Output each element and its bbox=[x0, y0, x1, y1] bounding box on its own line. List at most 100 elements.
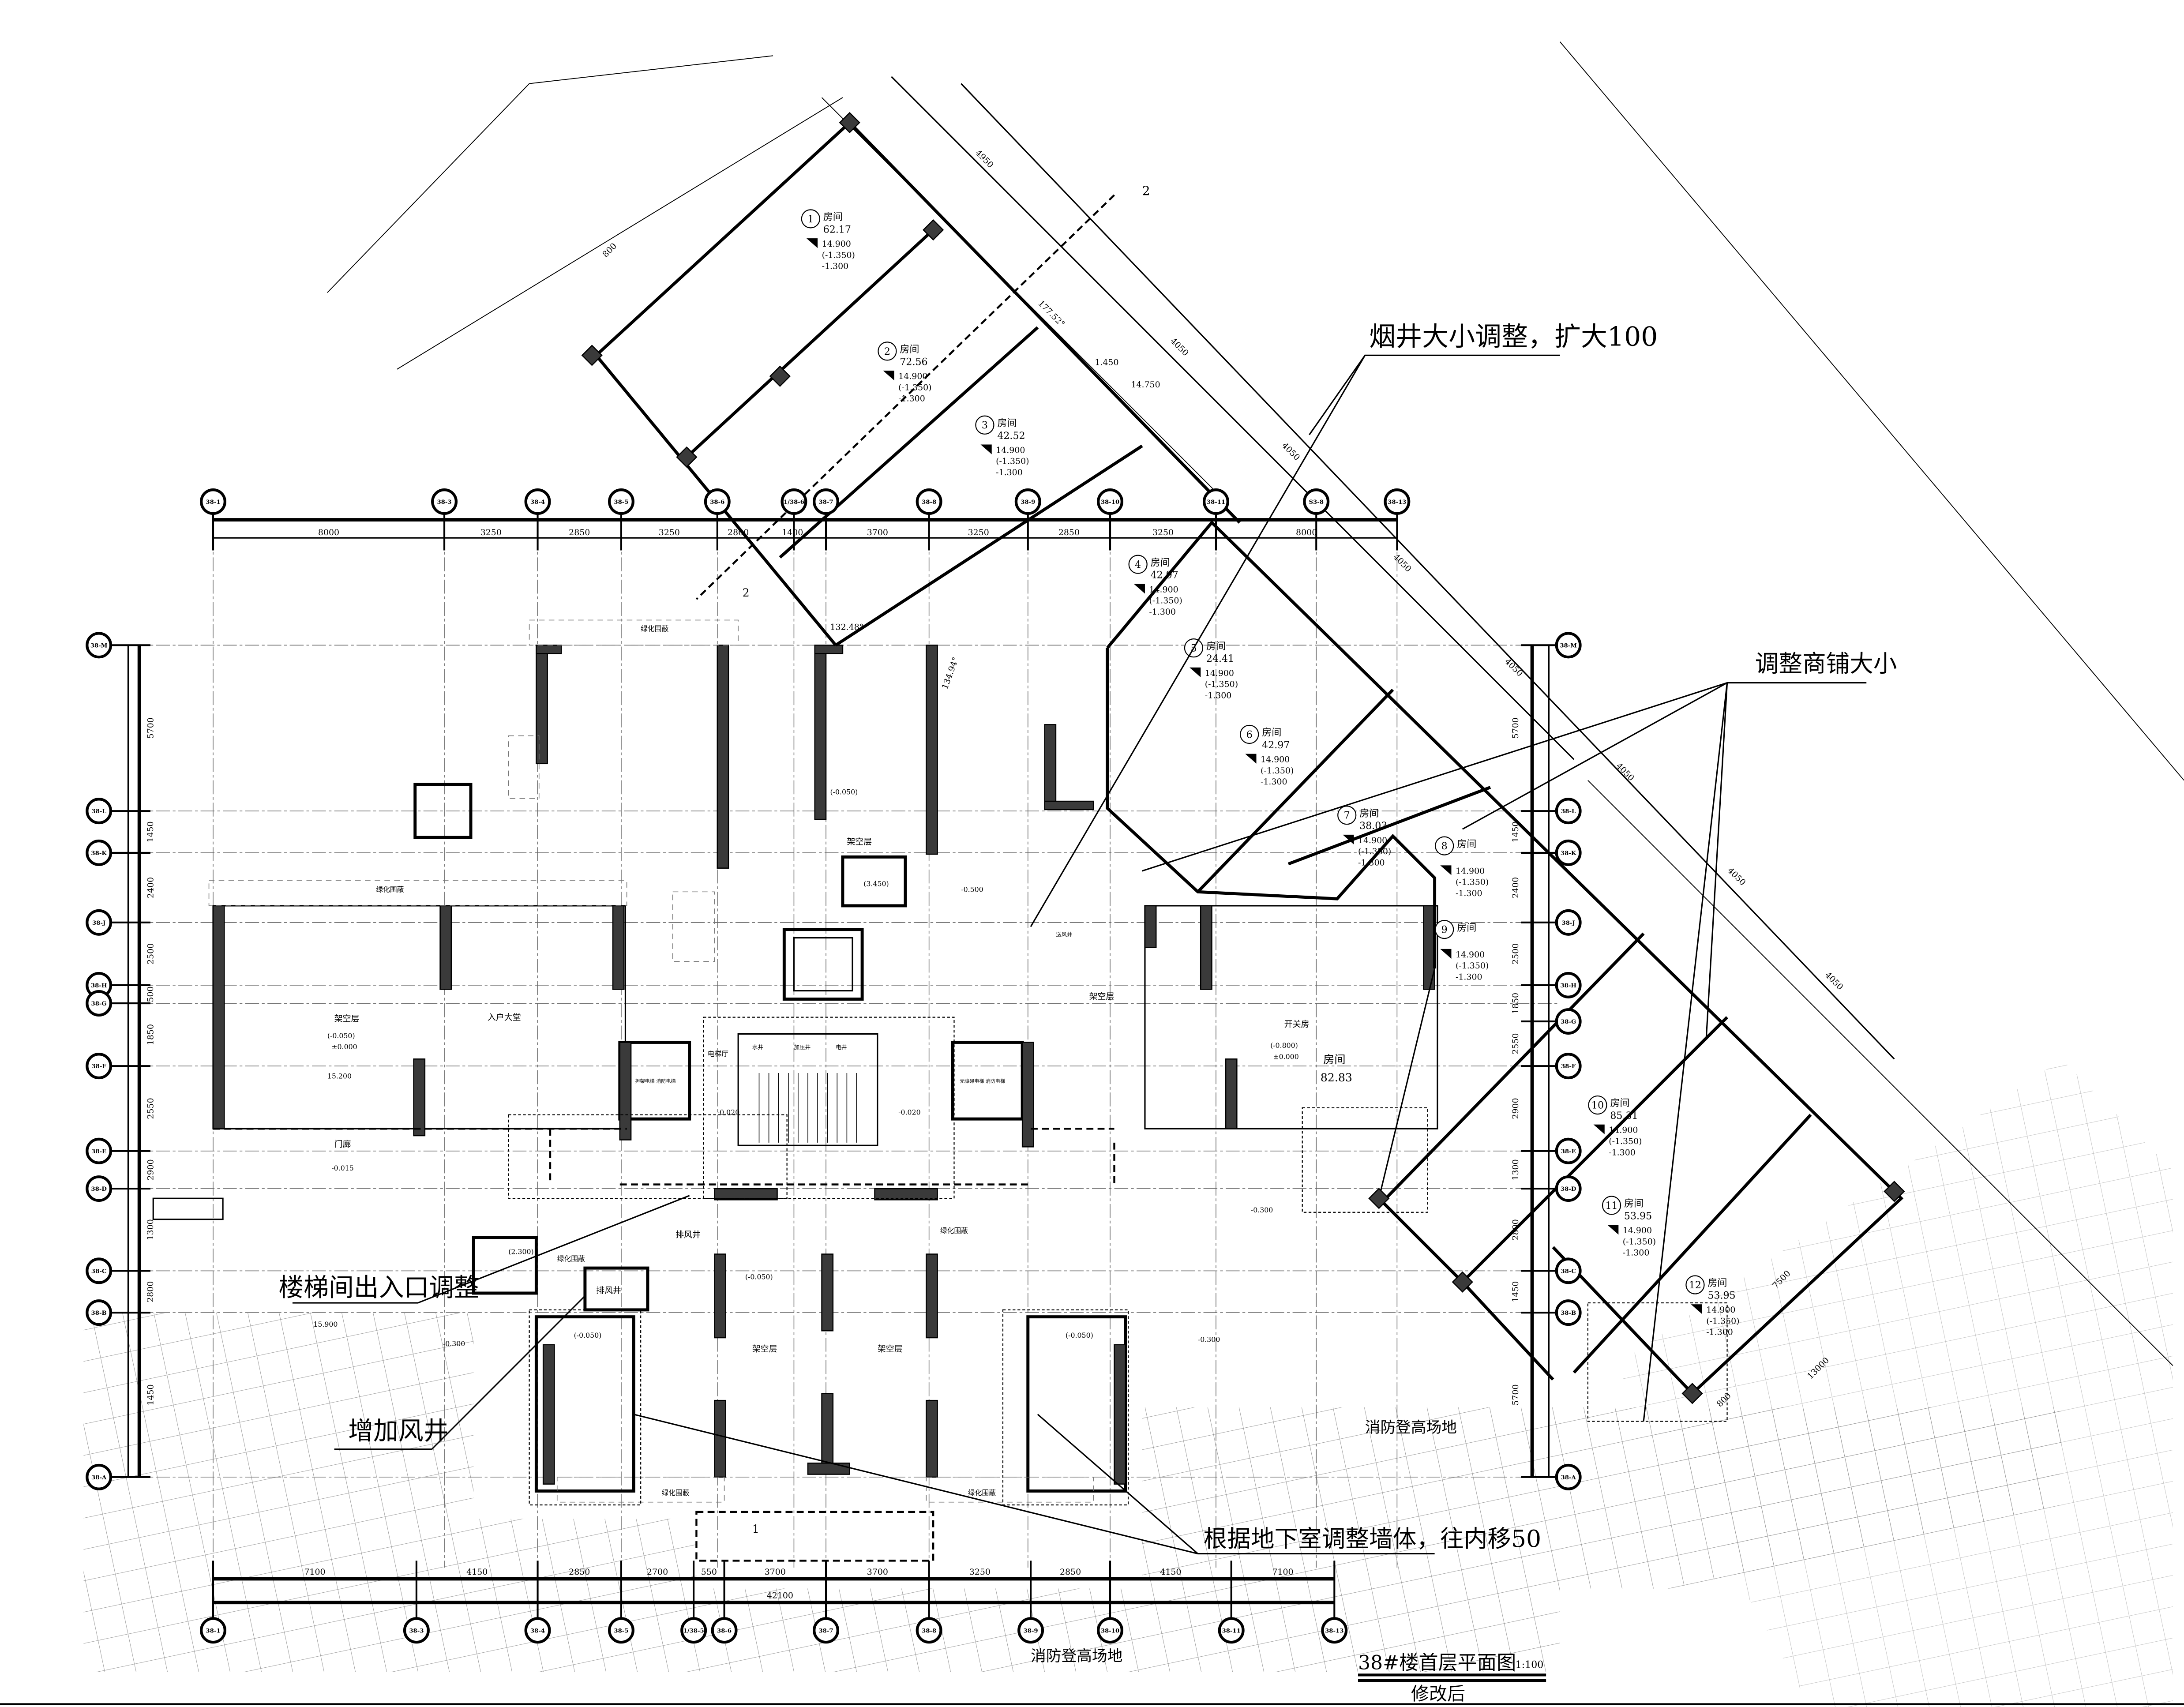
dim-label: 3250 bbox=[969, 1567, 991, 1577]
room-number: 9 bbox=[1441, 924, 1448, 936]
label-green-fence: 绿化围蔽 bbox=[641, 625, 668, 633]
axis-bubble-label: 38-13 bbox=[1388, 499, 1406, 506]
axis-bubble-label: 38-M bbox=[90, 642, 108, 649]
label-green-fence-3: 绿化围蔽 bbox=[557, 1254, 585, 1263]
room-sublevel: (-1.350) bbox=[1609, 1137, 1642, 1146]
axis-bubble-label: 38-J bbox=[1562, 920, 1575, 927]
room-area: 38.03 bbox=[1359, 820, 1387, 832]
dim-label: 2550 bbox=[1511, 1033, 1520, 1054]
axis-bubble-label: 38-A bbox=[91, 1474, 107, 1481]
room-number: 4 bbox=[1135, 559, 1141, 570]
room-level: 14.900 bbox=[822, 239, 851, 249]
axis-bubble-label: 38-3 bbox=[437, 499, 451, 506]
dim-label: 1450 bbox=[146, 821, 155, 842]
label-accessible-elevator: 无障碍电梯 消防电梯 bbox=[960, 1078, 1005, 1084]
annotation-add-shaft: 增加风井 bbox=[348, 1417, 448, 1446]
central-block bbox=[152, 645, 1438, 1562]
room-number: 1 bbox=[807, 214, 814, 225]
room-name: 房间 bbox=[1359, 808, 1379, 819]
level-marker-icon bbox=[1607, 1225, 1619, 1235]
room-sublevel: (-1.350) bbox=[1261, 766, 1294, 776]
label-angle-2: 134.94° bbox=[940, 656, 961, 690]
room-sublevel: (-1.350) bbox=[822, 250, 855, 260]
switch-room-name: 房间 bbox=[1323, 1053, 1345, 1066]
label-exhaust-shaft-2: 排风井 bbox=[675, 1230, 701, 1240]
room-number-circle bbox=[1337, 806, 1357, 825]
axis-bubble-label: 38-5 bbox=[614, 1628, 628, 1634]
dim-label: 2800 bbox=[146, 1281, 155, 1302]
dim-label: 550 bbox=[701, 1567, 717, 1577]
annotation-shop-size: 调整商铺大小 bbox=[1755, 649, 1897, 677]
room-sublevel-2: -1.300 bbox=[1261, 777, 1287, 787]
room-sublevel-2: -1.300 bbox=[1456, 889, 1482, 898]
axis-bubble bbox=[86, 1257, 113, 1284]
axis-bubble-label: 38-9 bbox=[1021, 499, 1035, 506]
axis-bubble-label: 38-D bbox=[1561, 1186, 1576, 1193]
room-level: 14.900 bbox=[1205, 668, 1234, 678]
room-name: 房间 bbox=[997, 417, 1017, 429]
room-sublevel: (-1.350) bbox=[1149, 596, 1182, 606]
room-number-circle bbox=[1602, 1196, 1621, 1215]
axis-bubble-label: 1/38-6 bbox=[784, 499, 804, 506]
axis-bubble-label: 38-8 bbox=[922, 499, 936, 506]
dim-label: 5700 bbox=[146, 717, 155, 739]
room-name: 房间 bbox=[1457, 922, 1476, 934]
room-level: 14.900 bbox=[1609, 1125, 1638, 1135]
room-level: 14.900 bbox=[1456, 950, 1485, 960]
level-2300: (2.300) bbox=[508, 1248, 533, 1256]
room-number: 7 bbox=[1344, 810, 1350, 822]
dim-label: 5700 bbox=[1511, 717, 1520, 739]
room-number: 8 bbox=[1441, 840, 1448, 852]
label-green-fence-5: 绿化围蔽 bbox=[662, 1489, 690, 1497]
axis-bubble-label: 38-H bbox=[91, 983, 107, 989]
room-sublevel: (-1.350) bbox=[1623, 1237, 1656, 1246]
level-marker-icon bbox=[980, 444, 992, 454]
axis-bubble-label: 38-5 bbox=[614, 499, 628, 506]
dim-label: 3250 bbox=[968, 528, 989, 537]
room-name: 房间 bbox=[1151, 557, 1170, 568]
dim-label: 7100 bbox=[1272, 1567, 1293, 1577]
wing-dim-label: 4050 bbox=[1614, 761, 1636, 783]
room-sublevel-2: -1.300 bbox=[1205, 690, 1232, 700]
dim-label: 2800 bbox=[728, 528, 749, 537]
axis-bubble-label: 38-M bbox=[1560, 642, 1577, 649]
level-marker-icon bbox=[1245, 754, 1257, 764]
room-number-circle bbox=[878, 341, 897, 361]
wing-dim-label: 4050 bbox=[1168, 336, 1190, 358]
axis-bubble-label: 38-6 bbox=[717, 1628, 732, 1634]
level-marker-icon bbox=[883, 371, 894, 381]
room-sublevel: (-1.350) bbox=[1706, 1316, 1739, 1326]
axis-bubble bbox=[86, 1053, 113, 1080]
level-1450: 1.450 bbox=[1095, 357, 1118, 367]
room-level: 14.900 bbox=[1358, 836, 1387, 845]
axis-bubble-label: 38-8 bbox=[922, 1628, 936, 1634]
label-green-fence-6: 绿化围蔽 bbox=[968, 1489, 996, 1497]
room-area: 24.41 bbox=[1206, 653, 1234, 664]
dim-label: 2850 bbox=[569, 1567, 590, 1577]
axis-bubble-label: 38-E bbox=[1561, 1148, 1576, 1155]
dim-label: 2400 bbox=[1511, 877, 1520, 898]
revision-annotations: 烟井大小调整，扩大100 调整商铺大小 楼梯间出入口调整 增加风井 根据地下室调… bbox=[278, 321, 1897, 1665]
level-neg-500: -0.500 bbox=[961, 885, 983, 893]
axis-bubble-label: 38-L bbox=[92, 808, 107, 815]
axis-bubble-label: 38-A bbox=[1561, 1474, 1576, 1481]
label-stilt-floor: 架空层 bbox=[334, 1014, 360, 1024]
dim-label: 2500 bbox=[1511, 943, 1520, 964]
dim-label: 1450 bbox=[1511, 1281, 1520, 1302]
room-number-circle bbox=[801, 209, 820, 229]
right-wing bbox=[1106, 520, 2173, 1404]
axis-bubble-label: 38-11 bbox=[1207, 499, 1225, 506]
level-neg-300-3: -0.300 bbox=[1198, 1336, 1220, 1344]
dim-label: 2850 bbox=[569, 528, 590, 537]
level-1: (-0.050) bbox=[327, 1032, 355, 1040]
level-0050-2: (-0.050) bbox=[745, 1272, 773, 1281]
axis-bubble-label: 38-C bbox=[1561, 1268, 1576, 1275]
